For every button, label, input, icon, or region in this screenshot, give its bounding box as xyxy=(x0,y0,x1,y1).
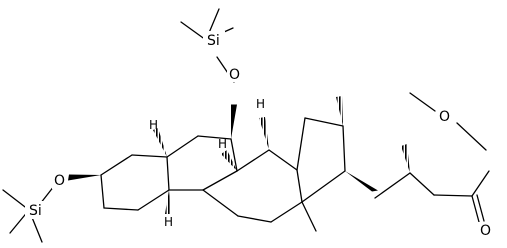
hydrogen-c5-label: H xyxy=(149,118,158,132)
hydrogen-c9-label: H xyxy=(218,137,227,151)
hashed-bonds xyxy=(153,96,410,214)
atom-labels: O Si O Si H H H H O O xyxy=(25,31,494,239)
oxygen-c7-label: O xyxy=(229,67,240,83)
carbonyl-double-bond xyxy=(471,194,485,223)
oxygen-c3-label: O xyxy=(54,173,65,189)
single-bonds xyxy=(2,8,490,243)
carbonyl-oxygen-label: O xyxy=(480,223,491,239)
wedge-bonds xyxy=(68,104,378,192)
silicon-bottom-label: Si xyxy=(29,203,42,219)
hydrogen-c8-label: H xyxy=(256,97,265,111)
hydrogen-c14-label: H xyxy=(164,215,173,229)
ester-oxygen-label: O xyxy=(439,109,450,125)
silicon-top-label: Si xyxy=(207,33,220,49)
